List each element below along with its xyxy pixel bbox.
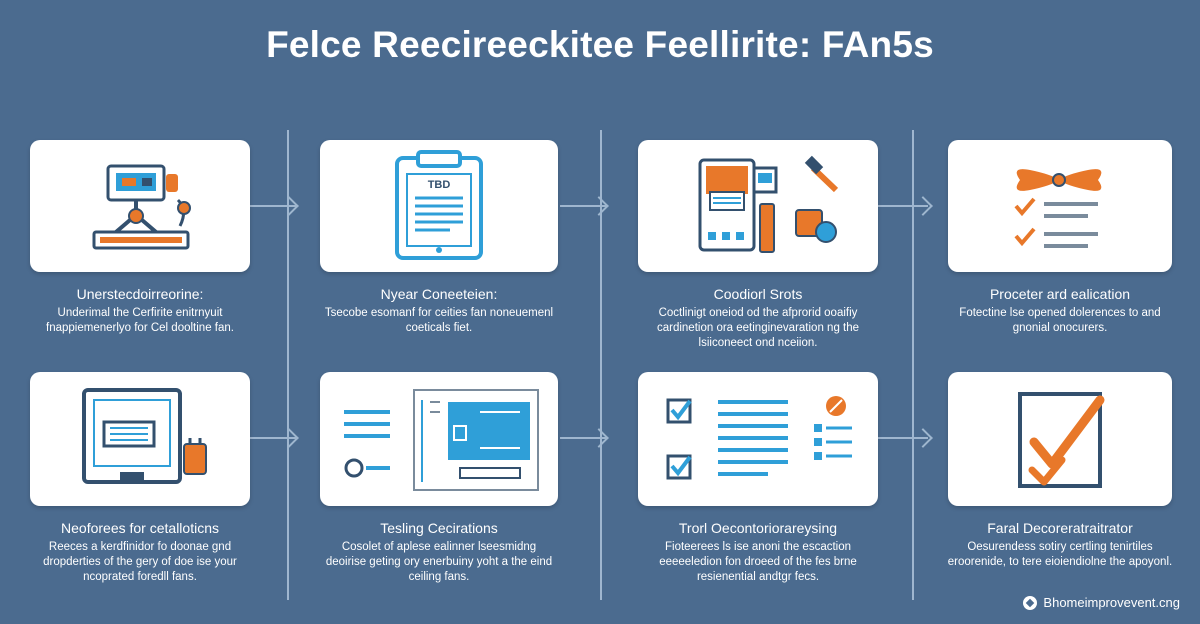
step-title-6: Tesling Cecirations	[380, 520, 498, 536]
footer-credit: Bhomeimprovevent.cng	[1023, 595, 1180, 610]
step-desc-1: Underimal the Cerfirite enitrnyuit fnapp…	[46, 307, 234, 334]
footer-text: Bhomeimprovevent.cng	[1043, 595, 1180, 610]
document-monitor-icon	[82, 388, 207, 484]
step-desc-5: Reeces a kerdfinidor fo doonae gnd dropd…	[43, 541, 237, 583]
devices-tools-icon	[698, 155, 839, 253]
connector-arrow-1	[279, 196, 299, 216]
connector-3	[878, 205, 928, 207]
step-card-5	[30, 372, 250, 506]
step-card-1	[30, 140, 250, 272]
footer-logo-icon	[1023, 595, 1038, 610]
step-card-7	[638, 372, 878, 506]
connector-6	[878, 437, 928, 439]
step-title-3: Coodiorl Srots	[713, 286, 803, 302]
step-title-5: Neoforees for cetalloticns	[61, 520, 219, 536]
step-desc-4: Fotectine lse opened dolerences to and g…	[959, 307, 1161, 334]
clipboard-label: TBD	[428, 179, 451, 191]
divider-line-3	[912, 130, 914, 600]
connector-2	[560, 205, 606, 207]
step-title-1: Unerstecdoirreorine:	[76, 286, 204, 302]
connector-arrow-5	[589, 428, 609, 448]
checkbox-list-icon	[666, 396, 852, 480]
connector-5	[560, 437, 606, 439]
step-desc-6: Cosolet of aplese ealinner lseesmidng de…	[325, 541, 553, 583]
connector-1	[250, 205, 296, 207]
checklist-fan-icon	[1014, 169, 1102, 248]
step-desc-7: Fioteerees ls ise anoni the escaction ee…	[659, 541, 857, 583]
step-card-8	[948, 372, 1172, 506]
page-title: Felce Reecireeckitee Feellirite: FAn5s	[266, 24, 934, 65]
step-desc-8: Oesurendess sotiry certling tenirtiles e…	[947, 541, 1173, 568]
step-title-4: Proceter ard ealication	[989, 286, 1131, 302]
connector-arrow-2	[589, 196, 609, 216]
step-title-2: Nyear Coneeteien:	[380, 286, 498, 302]
step-card-2: TBD	[320, 140, 558, 272]
connector-arrow-6	[913, 428, 933, 448]
step-desc-3: Coctlinigt oneiod od the afprorid ooaifi…	[656, 307, 860, 349]
connector-arrow-4	[279, 428, 299, 448]
step-card-4	[948, 140, 1172, 272]
step-card-6	[320, 372, 558, 506]
connector-4	[250, 437, 296, 439]
checkmark-box-icon	[1018, 392, 1105, 488]
step-card-3	[638, 140, 878, 272]
connector-arrow-3	[913, 196, 933, 216]
clipboard-icon: TBD	[395, 150, 483, 260]
robot-machine-icon	[92, 164, 191, 250]
divider-line-2	[600, 130, 602, 600]
step-title-8: Faral Decoreratraitrator	[987, 520, 1133, 536]
divider-line-1	[287, 130, 289, 600]
step-title-7: Trorl Oecontoriorareysing	[678, 520, 838, 536]
blueprint-icon	[344, 389, 539, 491]
step-desc-2: Tsecobe esomanf for ceities fan noneueme…	[324, 307, 554, 334]
